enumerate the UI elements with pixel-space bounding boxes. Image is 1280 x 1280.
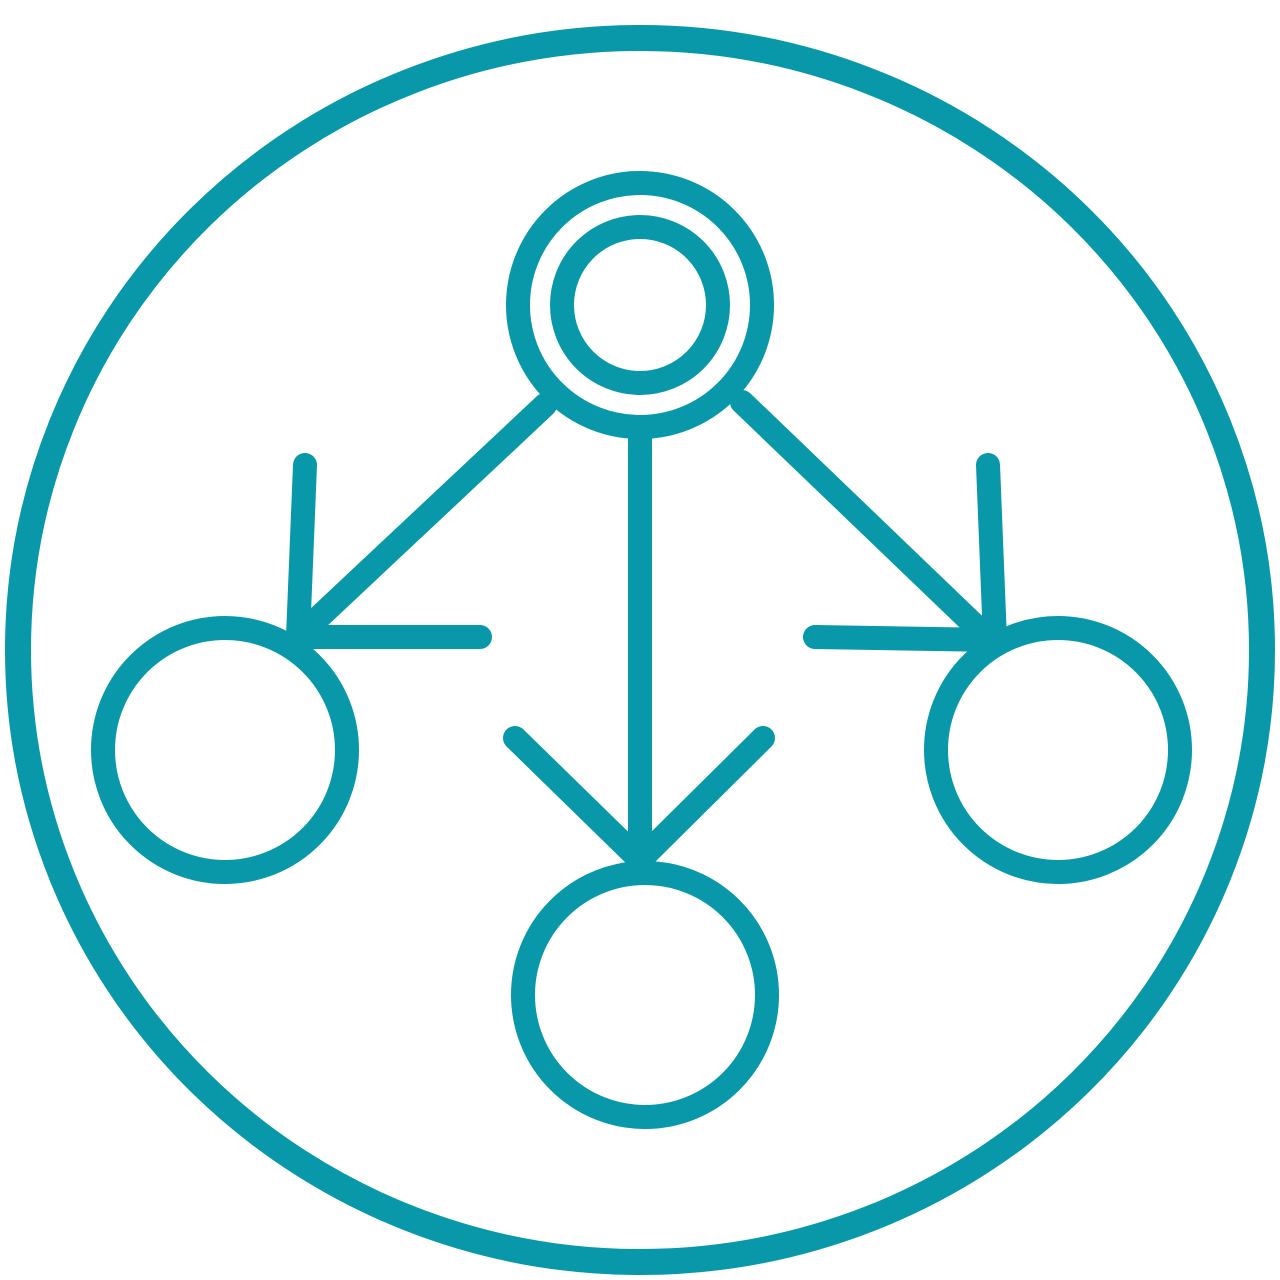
child-node-right (924, 616, 1192, 884)
child-node-left (91, 616, 359, 884)
arrow-left (286, 393, 557, 649)
arrow-right-shaft (730, 390, 1002, 652)
child-node-center (511, 861, 779, 1129)
arrow-right-head (803, 453, 1007, 652)
arrow-center-head (503, 726, 775, 872)
arrow-center (503, 418, 775, 872)
root-node-inner-ring (550, 215, 730, 395)
outer-ring (5, 25, 1275, 1275)
arrow-left-head (286, 453, 492, 649)
arrow-right (730, 390, 1007, 652)
arrow-left-shaft (288, 393, 557, 647)
